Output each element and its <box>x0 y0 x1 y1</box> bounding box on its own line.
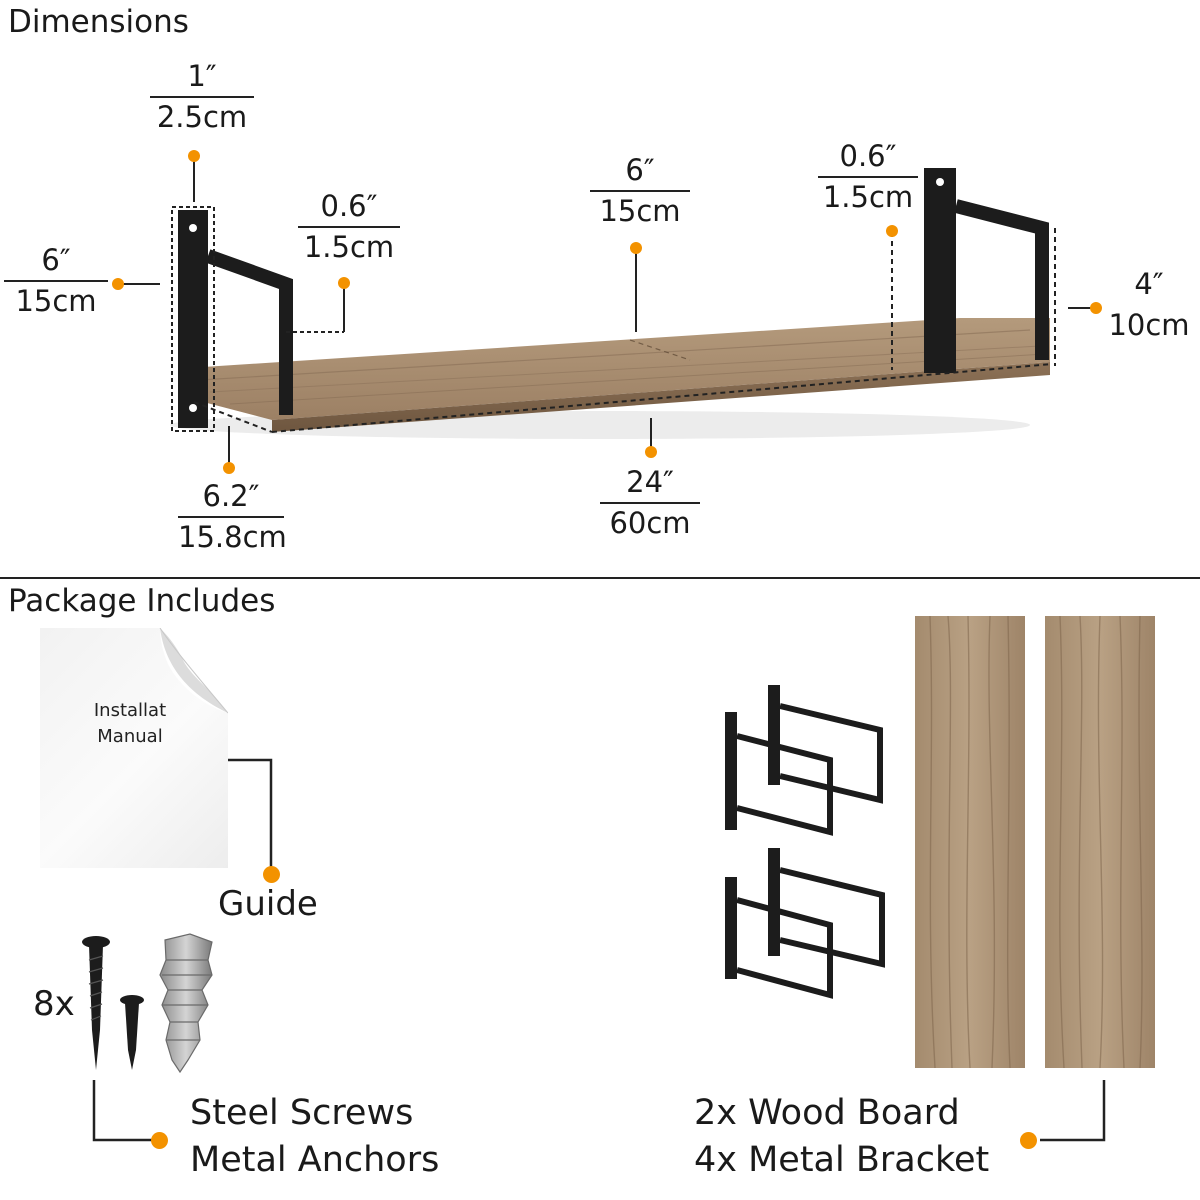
hardware-line2: Metal Anchors <box>190 1140 440 1181</box>
marker-left-gap <box>338 277 350 289</box>
left-bracket <box>171 206 293 432</box>
dim-bracket-depth-cm: 15.8cm <box>178 520 287 555</box>
wood-board-1 <box>915 616 1025 1068</box>
dim-shelf-depth-in: 6″ <box>625 153 655 187</box>
marker-shelf-thickness <box>1090 302 1102 314</box>
marker-shelves <box>1020 1132 1037 1149</box>
shelves-line2: 4x Metal Bracket <box>694 1140 990 1181</box>
dim-shelf-depth-cm: 15cm <box>599 194 681 229</box>
manual-title-line2: Manual <box>97 726 163 748</box>
hardware-caption: Steel Screws Metal Anchors <box>190 1090 439 1185</box>
dim-bracket-height-in: 6″ <box>41 243 71 277</box>
dim-right-gap-in: 0.6″ <box>839 139 897 173</box>
dim-bracket-width: 1″ 2.5cm <box>150 59 254 135</box>
dim-right-gap-cm: 1.5cm <box>822 180 914 215</box>
dimensions-heading: Dimensions <box>8 4 189 40</box>
dim-bracket-width-cm: 2.5cm <box>156 100 248 135</box>
marker-bracket-height <box>112 278 124 290</box>
guide-label: Guide <box>218 884 318 924</box>
dim-shelf-length-in: 24″ <box>626 465 674 499</box>
shelf-drawing <box>121 160 1095 467</box>
marker-bracket-width <box>188 150 200 162</box>
dim-bracket-width-in: 1″ <box>187 59 217 93</box>
shelves-line1: 2x Wood Board <box>694 1093 960 1133</box>
right-bracket <box>924 168 1049 373</box>
dim-shelf-length-cm: 60cm <box>609 506 691 541</box>
dim-bracket-depth-in: 6.2″ <box>202 479 260 513</box>
shelves-caption: 2x Wood Board 4x Metal Bracket <box>694 1090 989 1185</box>
marker-guide <box>263 866 280 883</box>
dim-bracket-height: 6″ 15cm <box>4 243 108 319</box>
marker-hardware <box>151 1132 168 1149</box>
dim-shelf-thickness-in: 4″ <box>1134 267 1164 301</box>
dim-bracket-depth: 6.2″ 15.8cm <box>178 479 287 555</box>
dim-left-gap-in: 0.6″ <box>320 189 378 223</box>
manual-title-line1: Installat <box>93 700 167 721</box>
dim-left-gap-cm: 1.5cm <box>303 230 395 265</box>
dim-shelf-length: 24″ 60cm <box>600 465 700 541</box>
dim-shelf-thickness: 4″ 10cm <box>1104 267 1194 343</box>
loose-brackets <box>725 685 885 999</box>
marker-shelf-depth <box>630 242 642 254</box>
package-heading: Package Includes <box>8 583 276 619</box>
dim-shelf-depth: 6″ 15cm <box>590 153 690 229</box>
marker-bracket-depth <box>223 462 235 474</box>
dim-bracket-height-cm: 15cm <box>15 284 97 319</box>
marker-shelf-length <box>645 446 657 458</box>
hardware-count: 8x <box>33 984 75 1024</box>
dim-shelf-thickness-cm: 10cm <box>1108 308 1190 343</box>
section-divider <box>0 577 1200 579</box>
dim-left-gap: 0.6″ 1.5cm <box>298 189 400 265</box>
installation-manual: Installat Manual <box>40 628 228 868</box>
wood-boards <box>915 615 1155 1069</box>
manual-cover-text: Installat Manual <box>70 698 190 750</box>
screws-and-anchor <box>82 933 213 1074</box>
marker-right-gap <box>886 225 898 237</box>
hardware-line1: Steel Screws <box>190 1093 414 1133</box>
dim-right-gap: 0.6″ 1.5cm <box>818 139 918 215</box>
